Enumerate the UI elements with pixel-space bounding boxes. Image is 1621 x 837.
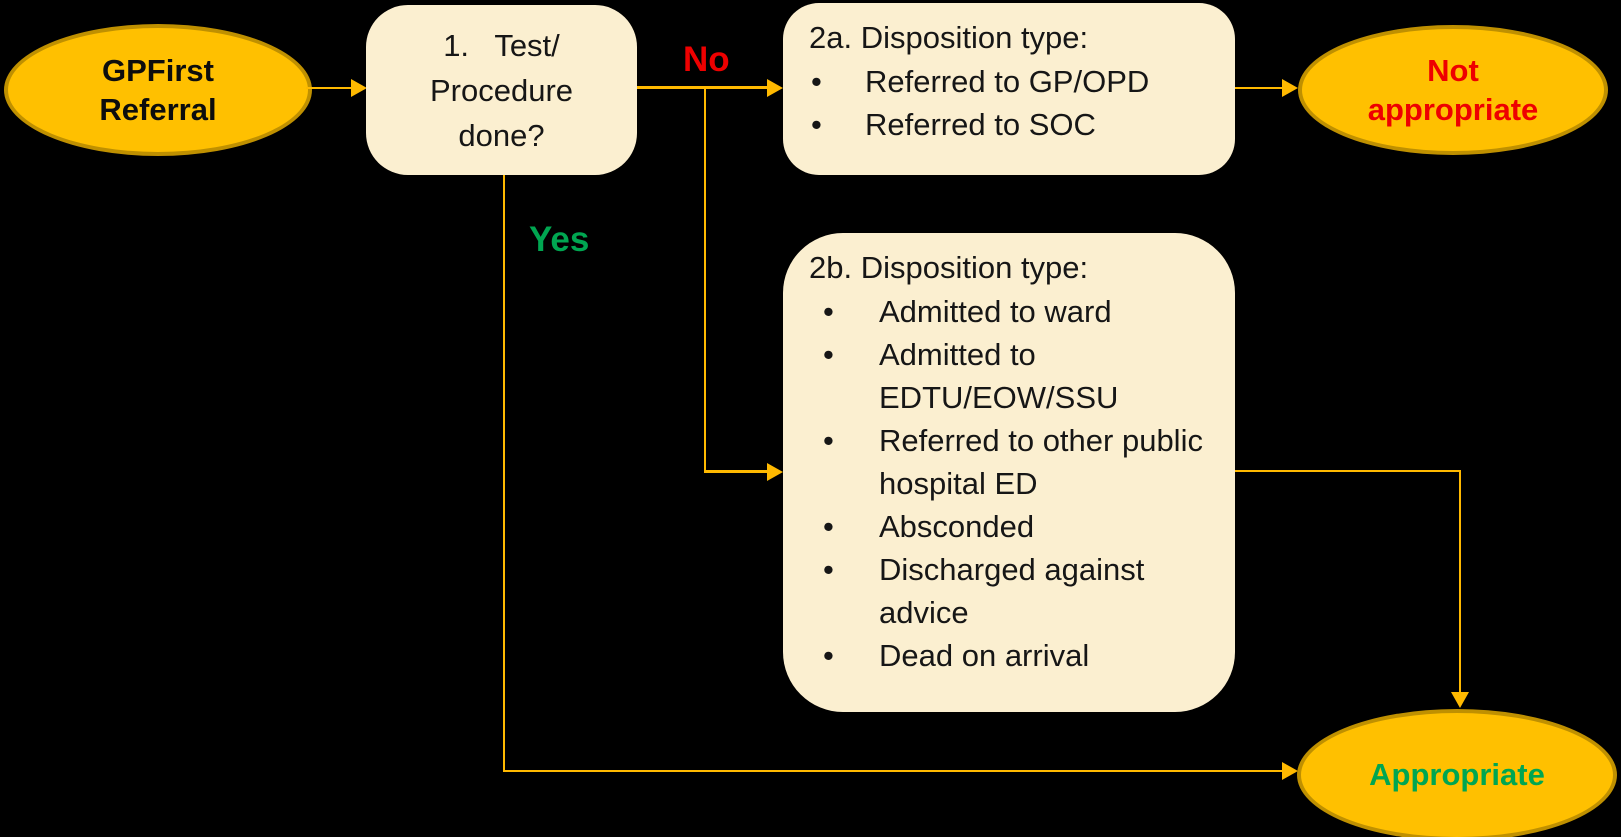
edge-label-yes: Yes (529, 220, 590, 259)
node-disposition-2b: 2b. Disposition type: • Admitted to ward… (783, 233, 1235, 712)
box2a-bullet-1: Referred to GP/OPD (865, 64, 1150, 99)
edge-2b-to-appropriate-vertical-line (1459, 470, 1461, 694)
box2b-bullet-3: Referred to other public hospital ED (879, 423, 1203, 501)
node-disposition-2a: 2a. Disposition type: • Referred to GP/O… (783, 3, 1235, 175)
decision-line3: done? (458, 117, 545, 153)
edge-decision-to-2a-line (637, 86, 768, 89)
box2b-bullet-5: Discharged against advice (879, 552, 1145, 630)
bullet-glyph: • (823, 294, 834, 329)
node-appropriate: Appropriate (1297, 709, 1617, 837)
list-item: • Referred to SOC (809, 103, 1217, 146)
box2b-bullet-6: Dead on arrival (879, 638, 1090, 673)
appropriate-label: Appropriate (1369, 757, 1545, 793)
bullet-glyph: • (823, 337, 834, 372)
not-appropriate-line2: appropriate (1367, 92, 1539, 127)
list-item: • Discharged against advice (809, 548, 1217, 634)
edge-no-branch-to-2b-line (704, 470, 768, 473)
edge-no-branch-vertical-line (704, 89, 706, 471)
edge-2a-to-not-appropriate-line (1235, 87, 1283, 89)
bullet-glyph: • (823, 423, 834, 458)
list-item: • Referred to other public hospital ED (809, 419, 1217, 505)
box2b-bullet-2: Admitted to EDTU/EOW/SSU (879, 337, 1119, 415)
edge-yes-to-appropriate-arrowhead (1282, 762, 1298, 780)
box2a-bullet-list: • Referred to GP/OPD • Referred to SOC (809, 60, 1217, 146)
list-item: • Admitted to ward (809, 290, 1217, 333)
edge-label-no: No (683, 40, 730, 79)
list-item: • Absconded (809, 505, 1217, 548)
edge-no-branch-to-2b-arrowhead (767, 463, 783, 481)
list-item: • Admitted to EDTU/EOW/SSU (809, 333, 1217, 419)
box2b-bullet-list: • Admitted to ward • Admitted to EDTU/EO… (809, 290, 1217, 677)
box2b-bullet-1: Admitted to ward (879, 294, 1112, 329)
edge-yes-vertical-line (503, 175, 505, 772)
bullet-glyph: • (823, 552, 834, 587)
decision-line2: Procedure (429, 72, 574, 108)
edge-start-to-decision-line (306, 87, 352, 89)
list-item: • Dead on arrival (809, 634, 1217, 677)
not-appropriate-line1: Not (1427, 52, 1479, 88)
bullet-glyph: • (811, 107, 822, 142)
node-not-appropriate: Not appropriate (1298, 25, 1608, 155)
node-test-procedure-done: 1. Test/ Procedure done? (366, 5, 637, 175)
box2a-title: 2a. Disposition type: (809, 20, 1089, 55)
box2a-bullet-2: Referred to SOC (865, 107, 1096, 142)
box2b-title: 2b. Disposition type: (809, 250, 1089, 285)
edge-2b-to-appropriate-arrowhead (1451, 692, 1469, 708)
bullet-glyph: • (823, 638, 834, 673)
edge-2a-to-not-appropriate-arrowhead (1282, 79, 1298, 97)
edge-yes-horizontal-line (503, 770, 1283, 772)
bullet-glyph: • (823, 509, 834, 544)
decision-line1: 1. Test/ (443, 27, 560, 63)
box2b-bullet-4: Absconded (879, 509, 1035, 544)
edge-start-to-decision-arrowhead (351, 79, 367, 97)
node-gpfirst-referral: GPFirst Referral (4, 24, 312, 156)
node-gpfirst-referral-line2: Referral (99, 92, 217, 127)
node-gpfirst-referral-line1: GPFirst (102, 52, 214, 88)
edge-2b-out-horizontal-line (1235, 470, 1461, 472)
bullet-glyph: • (811, 64, 822, 99)
edge-decision-to-2a-arrowhead (767, 79, 783, 97)
list-item: • Referred to GP/OPD (809, 60, 1217, 103)
